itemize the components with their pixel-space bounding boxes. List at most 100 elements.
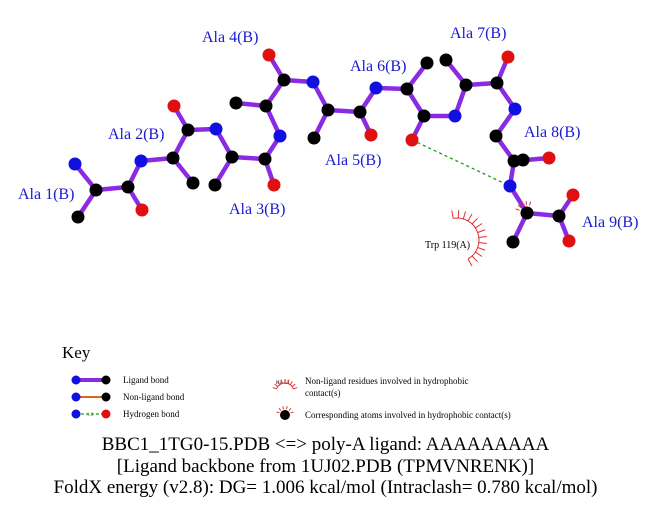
residue-label-ala-3: Ala 3(B) — [229, 201, 285, 218]
atom-ca6 — [400, 82, 414, 96]
atom-ca9 — [520, 206, 534, 220]
atom-cb3 — [208, 178, 222, 192]
key-hydrogen-bond-label: Hydrogen bond — [123, 409, 180, 419]
ala9-hydrophobic-mark — [528, 201, 532, 206]
trp119-hydrophobic-spoke — [478, 236, 487, 238]
residue-label-ala-1: Ala 1(B) — [18, 186, 74, 203]
ala9-hydrophobic-mark — [521, 201, 524, 207]
key: Key Ligand bond Non-ligand bond 3.0 Hydr… — [62, 343, 511, 420]
trp119-hydrophobic-spoke — [478, 242, 487, 244]
hydrophobic-residue-label: Trp 119(A) — [425, 240, 470, 251]
residue-label-ala-6: Ala 6(B) — [350, 58, 406, 75]
atom-ca5 — [321, 103, 335, 117]
atom-c5 — [353, 105, 367, 119]
trp119-hydrophobic-arc — [453, 217, 480, 260]
key-hydrophobic-atoms-label: Corresponding atoms involved in hydropho… — [305, 410, 511, 420]
atom-ca4 — [259, 99, 273, 113]
ala9-hydrophobic-mark — [517, 204, 522, 209]
key-hydrophobic-sample-spoke — [277, 381, 281, 385]
key-title: Key — [62, 343, 91, 362]
ligand-atoms — [68, 48, 580, 249]
atom-cb2 — [186, 176, 200, 190]
key-hydrophobic-sample-spoke — [291, 383, 296, 387]
key-hbond-distance: 3.0 — [87, 413, 94, 418]
atom-c2 — [181, 123, 195, 137]
key-hydrophobic-sample-spoke — [274, 383, 279, 387]
atom-o9a — [566, 188, 580, 202]
atom-o8 — [542, 151, 556, 165]
key-hydrophobic-sample-spoke — [289, 381, 293, 385]
atom-cb9 — [506, 235, 520, 249]
atom-c4 — [277, 73, 291, 87]
atom-ca3 — [225, 150, 239, 164]
atom-n6 — [369, 81, 383, 95]
trp119-hydrophobic-spoke — [475, 251, 483, 257]
atom-n5 — [306, 75, 320, 89]
key-atom-mark — [282, 406, 285, 410]
key-hydrogen-bond: 3.0 Hydrogen bond — [71, 409, 180, 419]
key-atom-mark — [285, 406, 288, 410]
key-hydrophobic-sample-spoke — [293, 387, 298, 390]
residue-label-ala-5: Ala 5(B) — [325, 152, 381, 169]
atom-ca2 — [166, 151, 180, 165]
atom-cb4 — [229, 96, 243, 110]
key-hydrophobic-sample-spoke — [287, 379, 290, 384]
trp119-hydrophobic-spoke — [467, 258, 473, 267]
trp119-hydrophobic-spoke — [462, 211, 467, 220]
key-atom-mark — [288, 407, 292, 411]
hydrogen-bond-o6-n9 — [411, 139, 511, 187]
atom-n2 — [134, 154, 148, 168]
atom-n8 — [508, 102, 522, 116]
key-hydrophobic-sample-spoke — [280, 379, 283, 384]
atom-cb7 — [439, 53, 453, 67]
atom-o7 — [501, 50, 515, 64]
caption-line-3: FoldX energy (v2.8): DG= 1.006 kcal/mol … — [53, 477, 598, 498]
trp119-hydrophobic-spoke — [477, 247, 486, 251]
atom-c1 — [121, 180, 135, 194]
key-nonligand-bond-label: Non-ligand bond — [123, 392, 185, 402]
atom-c6 — [417, 109, 431, 123]
atom-n9 — [503, 179, 517, 193]
trp119-hydrophobic-spoke — [475, 223, 483, 229]
atom-o1 — [135, 203, 149, 217]
residue-label-ala-2: Ala 2(B) — [108, 126, 164, 143]
atom-c3 — [258, 152, 272, 166]
atom-o6 — [405, 133, 419, 147]
atom-c8 — [516, 153, 530, 167]
key-hydrophobic-residues-line1: Non-ligand residues involved in hydropho… — [305, 376, 468, 386]
residue-labels: Ala 1(B) Ala 2(B) Ala 3(B) Ala 4(B) Ala … — [18, 25, 638, 231]
ala9-hydrophobic-mark — [515, 208, 520, 211]
residue-label-ala-7: Ala 7(B) — [450, 25, 506, 42]
atom-n4 — [273, 129, 287, 143]
hydrogen-bonds — [411, 139, 511, 187]
atom-c7 — [490, 76, 504, 90]
atom-c9 — [552, 209, 566, 223]
trp119-hydrophobic-spoke — [471, 255, 478, 263]
trp119-hydrophobic-spoke — [477, 229, 486, 233]
atom-o5 — [364, 128, 378, 142]
atom-cb6 — [420, 56, 434, 70]
trp119-hydrophobic-spoke — [471, 217, 478, 225]
residue-label-ala-4: Ala 4(B) — [202, 29, 258, 46]
atom-cb5 — [307, 131, 321, 145]
key-hydrophobic-sample-spoke — [272, 387, 277, 390]
caption-line-2: [Ligand backbone from 1UJ02.PDB (TPMVNRE… — [116, 456, 535, 477]
atom-o4 — [262, 48, 276, 62]
atom-o2 — [167, 99, 181, 113]
key-ligand-bond: Ligand bond — [71, 375, 169, 385]
atom-cb8 — [489, 129, 503, 143]
atom-ca7 — [459, 78, 473, 92]
key-hydrophobic-residue: His 53 Non-ligand residues involved in h… — [272, 376, 468, 398]
atom-ca1 — [89, 183, 103, 197]
atom-o9b — [562, 234, 576, 248]
atom-cb1 — [71, 210, 85, 224]
key-atom-mark — [278, 407, 282, 411]
key-ligand-bond-label: Ligand bond — [123, 375, 169, 385]
key-atom-mark — [290, 411, 294, 414]
hydrophobic-contacts — [451, 200, 532, 267]
residue-label-ala-9: Ala 9(B) — [582, 214, 638, 231]
atom-n7 — [448, 109, 462, 123]
trp119-hydrophobic-spoke — [467, 213, 473, 222]
atom-n1 — [68, 157, 82, 171]
